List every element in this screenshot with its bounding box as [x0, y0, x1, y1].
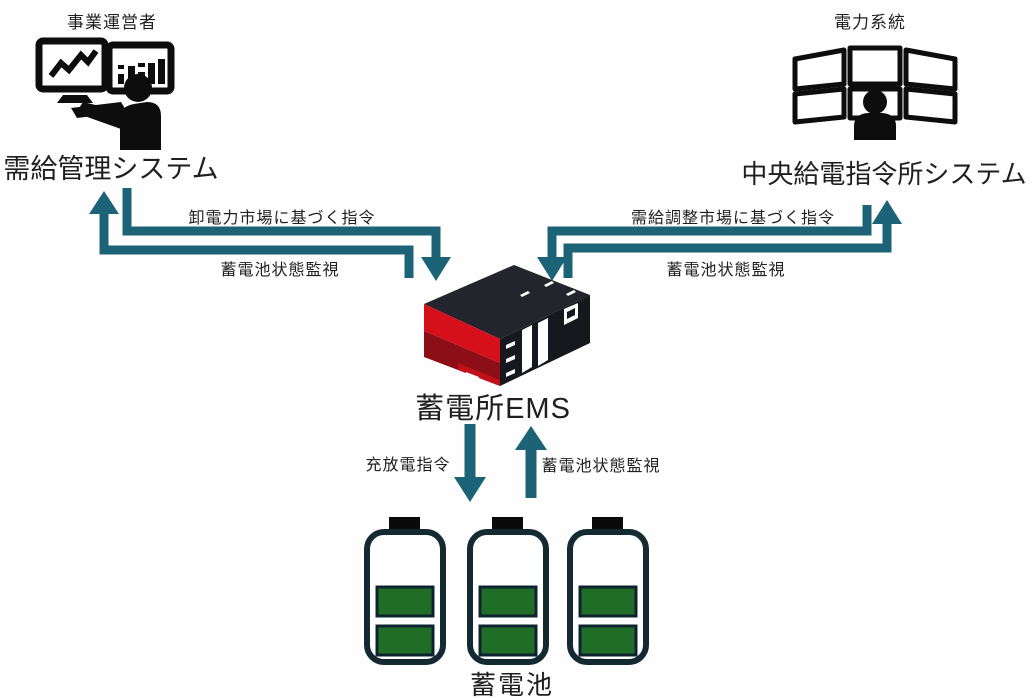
battery-icon: [364, 517, 446, 665]
battery-icon: [467, 517, 549, 665]
flow-label-bottom-monitoring: 蓄電池状態監視: [541, 458, 661, 475]
operator-system-label: 需給管理システム: [3, 154, 219, 184]
flow-label-charge-discharge: 充放電指令: [365, 457, 451, 474]
arrowhead-up-bottom: [515, 426, 547, 450]
flow-label-left-monitoring: 蓄電池状態監視: [220, 262, 340, 279]
person-six-monitors-icon: [792, 45, 958, 140]
arrowhead-up-left: [89, 191, 119, 214]
flow-label-balancing-command: 需給調整市場に基づく指令: [630, 210, 836, 227]
arrowhead-up-right: [872, 200, 902, 224]
grid-title: 電力系統: [834, 13, 906, 32]
flow-label-right-monitoring: 蓄電池状態監視: [666, 262, 786, 279]
ems-label: 蓄電所EMS: [415, 393, 571, 425]
battery-icon: [567, 517, 649, 665]
arrowhead-down-bottom: [454, 477, 486, 502]
operator-title: 事業運営者: [67, 13, 157, 32]
grid-system-label: 中央給電指令所システム: [741, 159, 1027, 189]
person-dual-monitors-icon: [35, 37, 175, 150]
battery-label: 蓄電池: [469, 670, 555, 698]
flow-label-wholesale-command: 卸電力市場に基づく指令: [188, 210, 376, 227]
isometric-plc-server-icon: [424, 265, 590, 386]
